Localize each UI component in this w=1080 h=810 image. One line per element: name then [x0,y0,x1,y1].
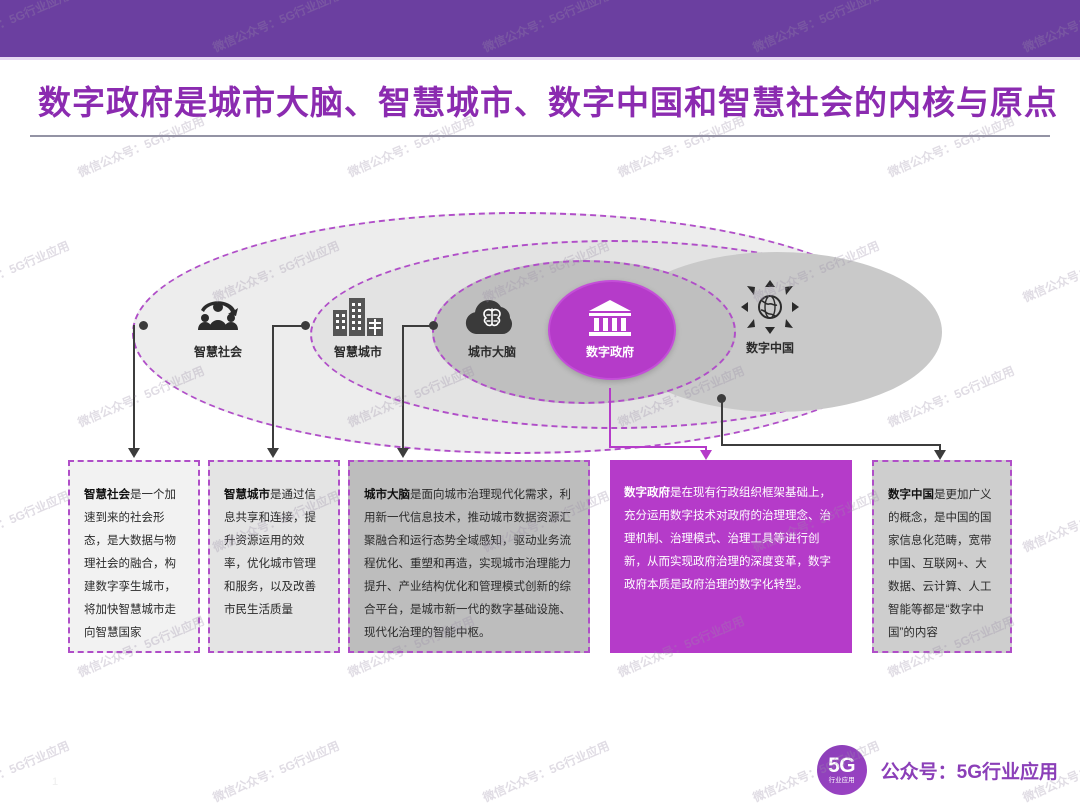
connector-dot-2 [301,321,310,330]
box-lead-2: 智慧城市 [224,489,270,501]
node-city-brain[interactable]: 城市大脑 [432,290,552,360]
box-lead-1: 智慧社会 [84,489,130,501]
box-digital-china[interactable]: 数字中国是更加广义的概念，是中国的国家信息化范畴，宽带中国、互联网+、大数据、云… [872,460,1012,653]
city-buildings-icon [298,290,418,338]
box-text-1: 是一个加速到来的社会形态，是大数据与物理社会的融合，构建数字孪生城市，将加快智慧… [84,489,176,639]
government-building-icon [550,290,670,338]
connector-line-5a [721,398,723,446]
connector-hline-4 [609,446,707,448]
box-text-5: 是更加广义的概念，是中国的国家信息化范畴，宽带中国、互联网+、大数据、云计算、人… [888,489,992,639]
node-label-digital-china: 数字中国 [745,341,794,355]
connector-dot-3 [429,321,438,330]
brand-badge-icon: 5G 行业应用 [816,745,867,795]
connector-line-2 [272,325,274,450]
box-smart-society[interactable]: 智慧社会是一个加速到来的社会形态，是大数据与物理社会的融合，构建数字孪生城市，将… [68,460,200,653]
connector-arrow-2 [267,448,279,458]
node-label-smart-city: 智慧城市 [333,345,382,359]
people-group-icon [158,290,278,338]
connector-line-3 [402,325,404,450]
connector-line-4a [609,388,611,448]
title-divider [30,135,1050,137]
connector-hline-2 [273,325,303,327]
top-band-underline [0,57,1080,60]
box-text-2: 是通过信息共享和连接，提升资源运用的效率，优化城市管理和服务，以及改善市民生活质… [224,489,316,616]
connector-line-1 [133,325,135,450]
node-label-digital-government: 数字政府 [585,345,634,359]
box-smart-city[interactable]: 智慧城市是通过信息共享和连接，提升资源运用的效率，优化城市管理和服务，以及改善市… [208,460,340,653]
box-text-3: 是面向城市治理现代化需求，利用新一代信息技术，推动城市数据资源汇聚融合和运行态势… [364,489,571,639]
page-title: 数字政府是城市大脑、智慧城市、数字中国和智慧社会的内核与原点 [38,84,1058,121]
node-digital-china[interactable]: 数字中国 [710,280,830,356]
badge-sub-text: 行业应用 [828,777,855,785]
page-number: 1 [52,776,59,788]
connector-arrow-5 [934,450,946,460]
connector-arrow-4 [700,450,712,460]
node-smart-society[interactable]: 智慧社会 [158,290,278,360]
connector-dot-1 [139,321,148,330]
connector-line-5b [939,444,941,454]
connector-hline-3 [403,325,431,327]
node-label-city-brain: 城市大脑 [467,345,516,359]
box-lead-5: 数字中国 [888,489,934,501]
badge-main-text: 5G [828,754,856,778]
connector-arrow-1 [128,448,140,458]
top-purple-band [0,0,1080,57]
box-text-4: 是在现有行政组织框架基础上，充分运用数字技术对政府的治理理念、治理机制、治理模式… [624,487,831,591]
globe-arrows-icon [710,280,830,334]
box-lead-4: 数字政府 [624,487,670,499]
node-smart-city[interactable]: 智慧城市 [298,290,418,360]
box-lead-3: 城市大脑 [364,489,410,501]
diagram-stage: 智慧社会 [0,160,1080,480]
box-city-brain[interactable]: 城市大脑是面向城市治理现代化需求，利用新一代信息技术，推动城市数据资源汇聚融合和… [348,460,590,653]
connector-hline-5 [721,444,941,446]
node-digital-government[interactable]: 数字政府 [550,290,670,360]
footer-caption: 公众号：5G行业应用 [880,761,1058,783]
node-label-smart-society: 智慧社会 [193,345,242,359]
footer: 5G 行业应用 公众号：5G行业应用 [816,745,1058,795]
connector-arrow-3 [397,448,409,458]
cloud-brain-icon [432,290,552,338]
box-digital-government[interactable]: 数字政府是在现有行政组织框架基础上，充分运用数字技术对政府的治理理念、治理机制、… [610,460,852,653]
